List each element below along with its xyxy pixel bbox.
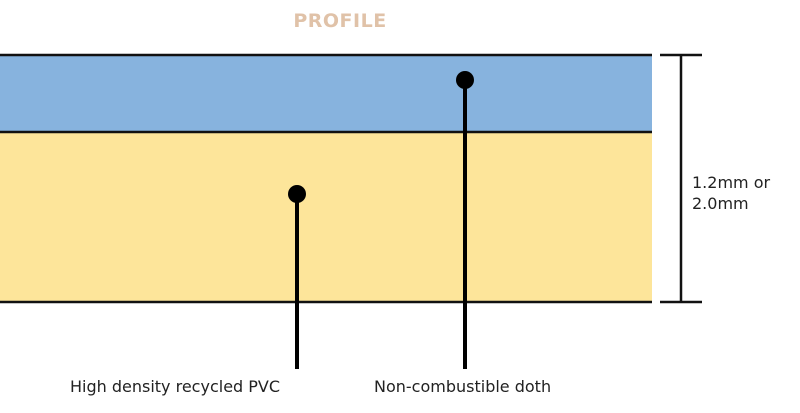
pvc-layer-label: High density recycled PVC	[70, 377, 281, 396]
thickness-label: 1.2mm or 2.0mm	[692, 172, 792, 214]
thickness-label-line-1: 1.2mm or	[692, 173, 771, 192]
thickness-label-line-2: 2.0mm	[692, 194, 749, 213]
cloth-layer	[0, 55, 652, 132]
diagram-title: PROFILE	[293, 10, 387, 32]
cloth-layer-label: Non-combustible doth	[374, 377, 552, 396]
pvc-layer	[0, 132, 652, 302]
